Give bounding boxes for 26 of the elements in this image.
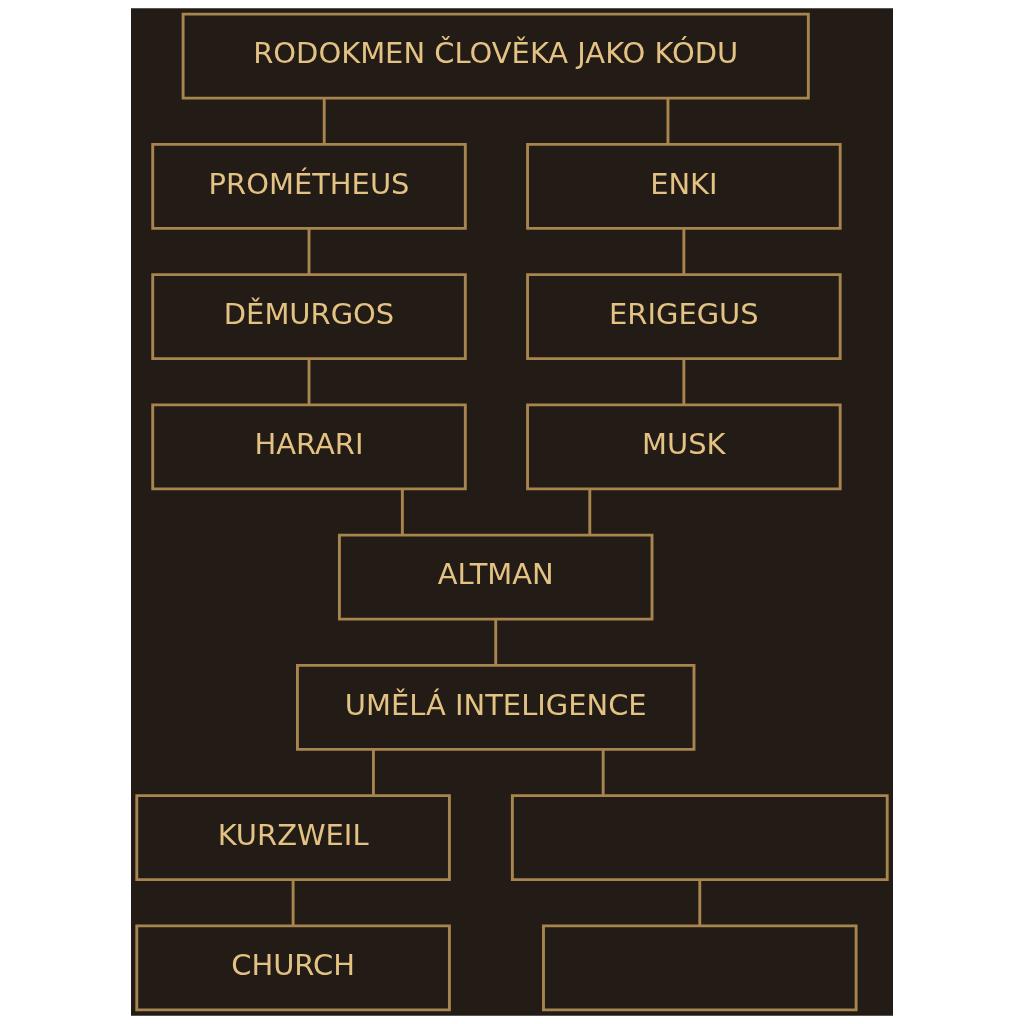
connector bbox=[291, 880, 295, 926]
connector bbox=[371, 750, 375, 796]
connector bbox=[666, 98, 670, 145]
node-box: ERIGEGUS bbox=[526, 273, 842, 361]
node-box: HARARI bbox=[151, 403, 467, 491]
node-box bbox=[510, 794, 889, 882]
connector bbox=[307, 229, 311, 275]
node-box: CHURCH bbox=[135, 924, 451, 1012]
connector bbox=[307, 359, 311, 405]
node-box: PROMÉTHEUS bbox=[151, 142, 467, 230]
connector bbox=[682, 229, 686, 275]
node-box: RODOKMEN ČLOVĚKA JAKO KÓDU bbox=[181, 12, 810, 100]
connector bbox=[682, 359, 686, 405]
node-box: UMĚLÁ INTELIGENCE bbox=[296, 663, 696, 751]
connector bbox=[322, 98, 326, 145]
connector bbox=[588, 489, 592, 535]
node-box: KURZWEIL bbox=[135, 794, 451, 882]
node-box: ENKI bbox=[526, 142, 842, 230]
node-box: MUSK bbox=[526, 403, 842, 491]
connector bbox=[494, 619, 498, 666]
connector bbox=[601, 750, 605, 796]
connector bbox=[698, 880, 702, 926]
node-box: ALTMAN bbox=[337, 533, 654, 621]
node-box: DĚMURGOS bbox=[151, 273, 467, 361]
connector bbox=[400, 489, 404, 535]
node-box bbox=[542, 924, 858, 1012]
